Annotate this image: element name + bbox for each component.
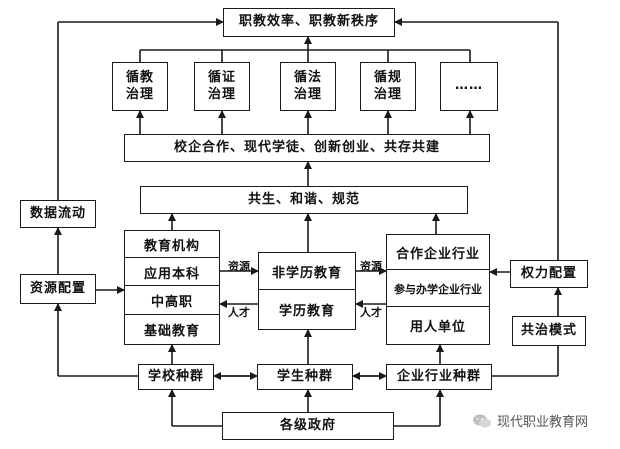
governance-line1: 循法 [293, 70, 322, 86]
power-config-box: 权力配置 [510, 260, 588, 288]
student-population-text: 学生种群 [276, 368, 333, 384]
top-outcome-text: 职教效率、职教新秩序 [238, 14, 379, 30]
co-governance-box: 共治模式 [512, 316, 586, 346]
wechat-icon [473, 414, 491, 427]
school-stack-label: 基础教育 [143, 324, 200, 339]
education-stack-item: 学历教育 [258, 289, 356, 330]
government-box: 各级政府 [222, 412, 394, 440]
governance-line1: …… [455, 78, 483, 94]
governance-line2: 治理 [125, 86, 154, 102]
resource-flow-label-left: 资源 [228, 260, 250, 273]
education-stack-item: 非学历教育 [258, 252, 356, 291]
enterprise-stack-label: 合作企业行业 [395, 247, 480, 262]
data-flow-box: 数据流动 [20, 200, 96, 228]
harmony-box: 共生、和谐、规范 [140, 186, 468, 214]
enterprise-stack-item: 参与办学企业行业 [386, 269, 490, 308]
watermark-text: 现代职业教育网 [497, 415, 589, 430]
enterprise-stack-item: 合作企业行业 [386, 234, 490, 271]
enterprise-stack-item: 用人单位 [386, 306, 490, 345]
harmony-text: 共生、和谐、规范 [247, 191, 360, 207]
governance-line2: 治理 [373, 86, 402, 102]
resource-config-box: 资源配置 [20, 274, 96, 304]
governance-box-etc: …… [440, 62, 498, 111]
cooperation-box: 校企合作、现代学徒、创新创业、共存共建 [124, 134, 490, 162]
school-stack-item: 中高职 [124, 285, 220, 316]
top-outcome-box: 职教效率、职教新秩序 [223, 8, 395, 37]
school-stack-label: 应用本科 [143, 266, 200, 282]
enterprise-population-text: 企业行业种群 [396, 368, 481, 384]
school-stack-item: 教育机构 [124, 230, 220, 259]
power-config-text: 权力配置 [520, 265, 577, 281]
data-flow-text: 数据流动 [29, 205, 86, 221]
school-stack-item: 应用本科 [124, 257, 220, 287]
governance-line1: 循证 [207, 70, 236, 86]
education-stack-label: 非学历教育 [271, 266, 342, 281]
talent-flow-label-left: 人才 [228, 306, 250, 319]
school-stack-label: 教育机构 [143, 239, 200, 254]
resource-config-text: 资源配置 [29, 280, 86, 296]
talent-flow-label-right: 人才 [360, 306, 382, 319]
governance-box-teaching: 循教 治理 [112, 62, 168, 111]
school-stack-label: 中高职 [150, 295, 193, 310]
school-population-box: 学校种群 [138, 364, 214, 390]
school-population-text: 学校种群 [147, 368, 204, 384]
co-governance-text: 共治模式 [520, 322, 577, 338]
cooperation-text: 校企合作、现代学徒、创新创业、共存共建 [173, 139, 440, 155]
governance-line2: 治理 [293, 86, 322, 102]
government-text: 各级政府 [279, 417, 336, 433]
governance-line1: 循教 [125, 70, 154, 86]
resource-flow-label-right: 资源 [360, 260, 382, 273]
governance-line1: 循规 [373, 70, 402, 86]
student-population-box: 学生种群 [257, 364, 353, 390]
governance-box-rules: 循规 治理 [360, 62, 416, 111]
enterprise-population-box: 企业行业种群 [386, 364, 492, 390]
school-stack-item: 基础教育 [124, 314, 220, 345]
governance-box-law: 循法 治理 [280, 62, 336, 111]
watermark: 现代职业教育网 [472, 411, 588, 430]
enterprise-stack-label: 参与办学企业行业 [394, 282, 482, 296]
education-stack-label: 学历教育 [278, 304, 335, 319]
governance-line2: 治理 [207, 86, 236, 102]
governance-box-evidence: 循证 治理 [194, 62, 250, 111]
enterprise-stack-label: 用人单位 [409, 320, 466, 335]
